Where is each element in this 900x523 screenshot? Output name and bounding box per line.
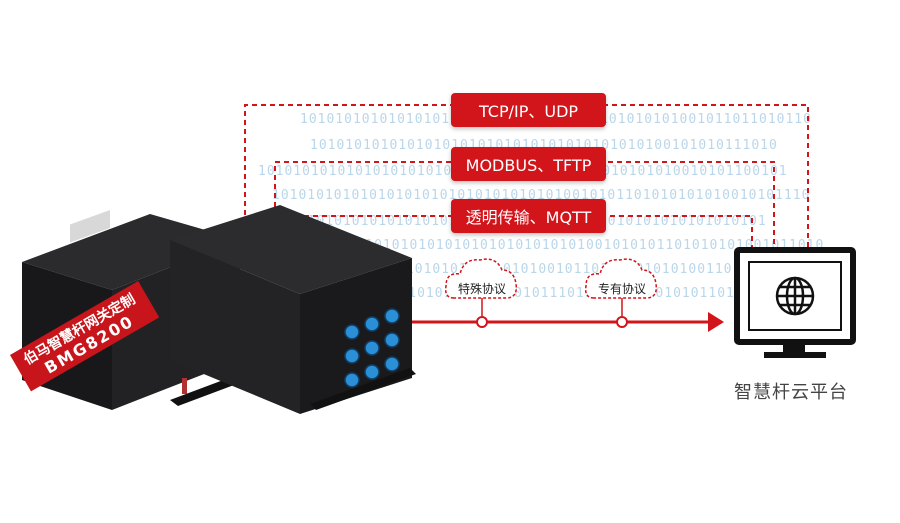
cloud-special-protocol-icon bbox=[444, 258, 518, 328]
cloud-label-proprietary: 专有协议 bbox=[597, 282, 646, 296]
protocol-tcp-udp: TCP/IP、UDP bbox=[451, 93, 606, 127]
binary-row: 1010101010101010101010101010101010010101… bbox=[272, 188, 811, 203]
binary-row: 1010101010101010101011010111011101010101… bbox=[320, 286, 806, 301]
protocol-transparent-mqtt: 透明传输、MQTT bbox=[451, 199, 606, 233]
cloud-proprietary-protocol-icon bbox=[584, 258, 658, 328]
binary-row: 1010101010101010101010101010100101010110… bbox=[330, 238, 825, 253]
globe-icon bbox=[775, 276, 815, 316]
binary-row: 1010101010101010101010101010010110110101… bbox=[300, 262, 830, 277]
main-arrow-head bbox=[708, 312, 724, 332]
binary-row: 1010101010101010101010101010101010101010… bbox=[310, 138, 778, 153]
modbus-connection-line bbox=[274, 161, 775, 262]
protocol-modbus-tftp: MODBUS、TFTP bbox=[451, 147, 606, 181]
platform-label: 智慧杆云平台 bbox=[734, 382, 848, 403]
cloud-label-special: 特殊协议 bbox=[457, 282, 506, 296]
gateway-device-right bbox=[170, 205, 416, 414]
